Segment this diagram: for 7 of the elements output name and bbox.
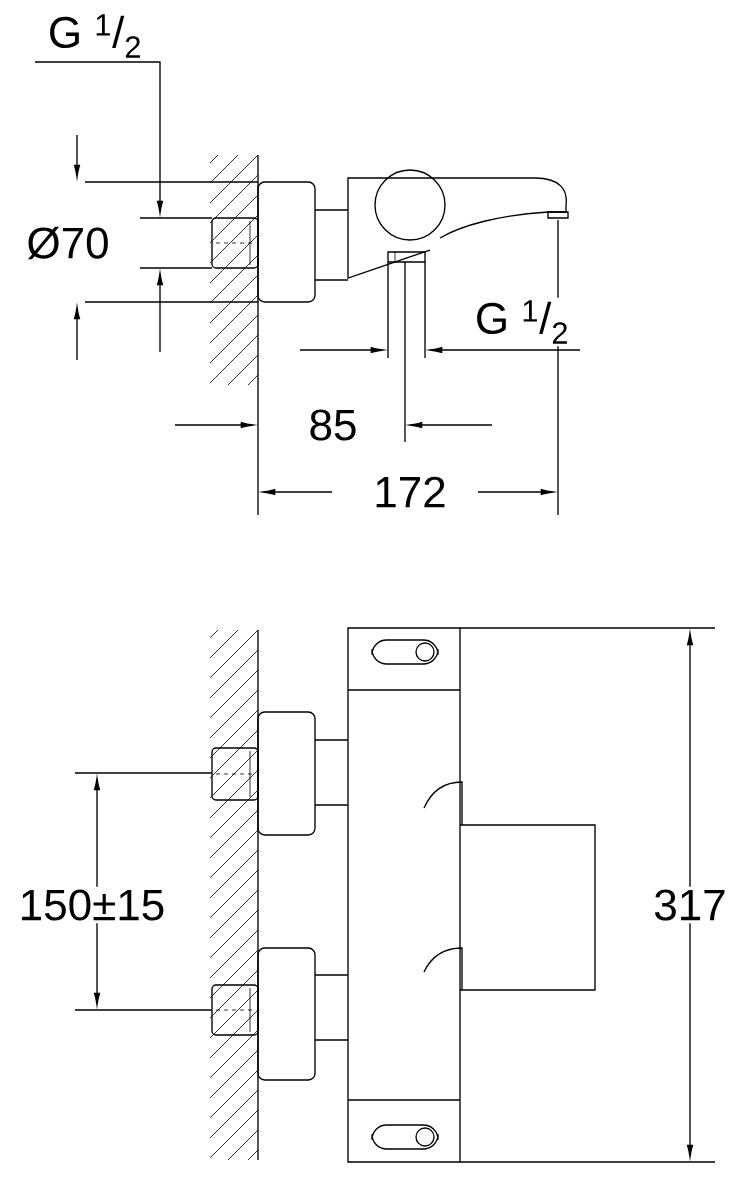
dimension-label: 317 <box>650 886 730 924</box>
dimension-label: 172 <box>370 474 450 511</box>
dimension-label: 85 <box>305 406 361 444</box>
dimension-label: G $^{1}$/$_{2}$ <box>45 11 145 61</box>
dimension-label: 150±15 <box>16 886 168 924</box>
dimension-label: Ø70 <box>23 224 113 262</box>
dimension-label: G $^{1}$/$_{2}$ <box>472 297 572 347</box>
